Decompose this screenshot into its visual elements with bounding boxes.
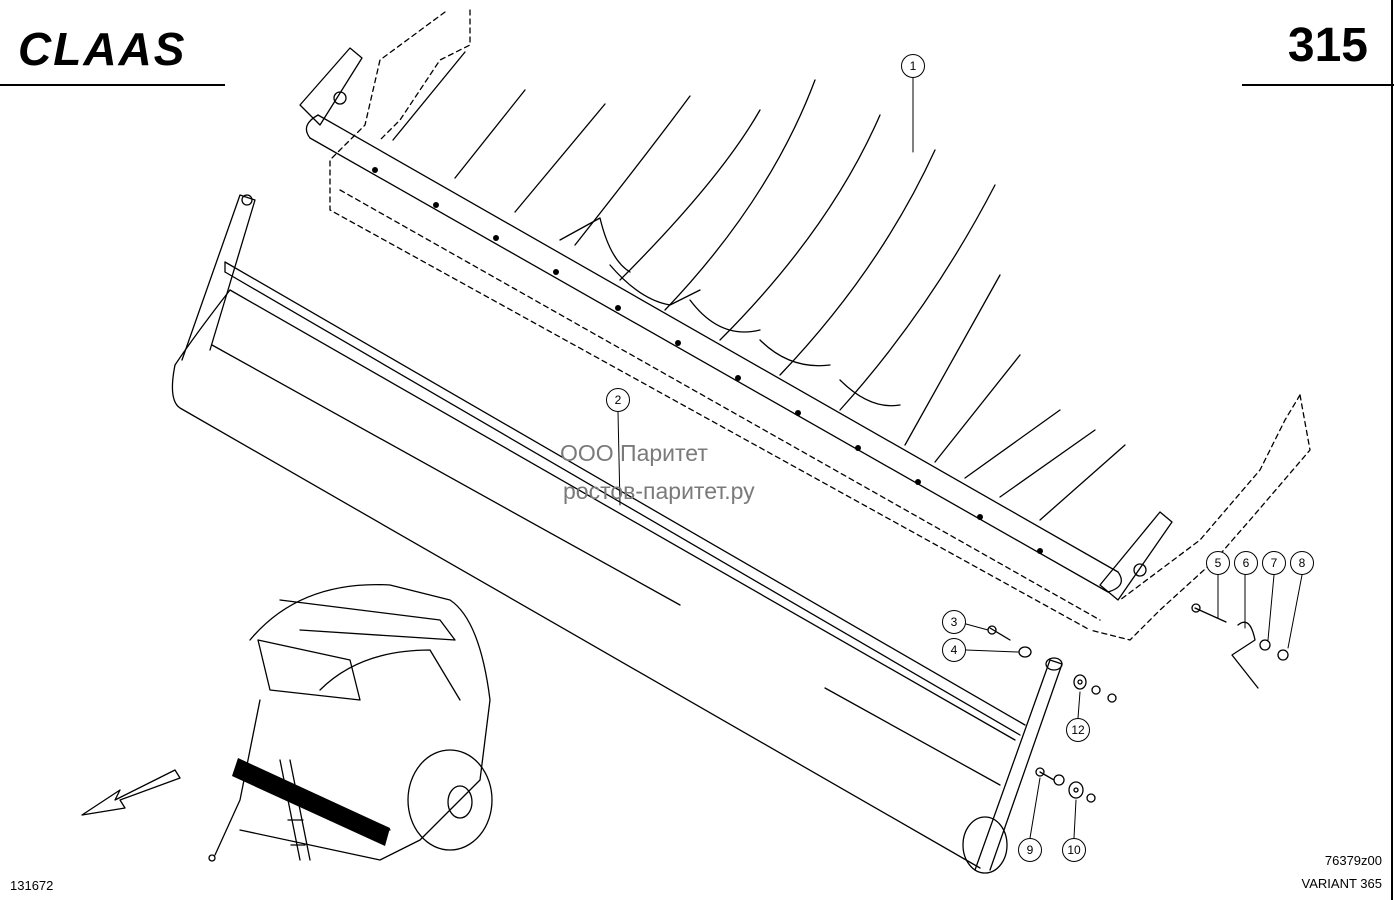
model-name: VARIANT 365 (1301, 876, 1382, 891)
tine (839, 184, 996, 411)
tine (934, 354, 1021, 463)
tine-mount-bolts (372, 167, 1043, 554)
baler-pickup-tines (232, 758, 390, 846)
tine (999, 429, 1096, 498)
tine-bar-assembly (299, 47, 1173, 601)
tine (619, 109, 761, 281)
page-number: 315 (1287, 19, 1368, 72)
hardware-items (987, 603, 1289, 803)
tine (514, 103, 606, 213)
callout-5: 5 (1206, 551, 1230, 575)
callout-3: 3 (942, 610, 966, 634)
callout-8: 8 (1290, 551, 1314, 575)
tine (719, 114, 881, 341)
callout-4: 4 (942, 638, 966, 662)
watermark-company: ООО Паритет (560, 440, 708, 466)
callout-1: 1 (901, 54, 925, 78)
right-arm (974, 659, 1063, 871)
end-roller (962, 816, 1008, 874)
right-side-plate (1099, 511, 1173, 601)
callout-leaders (617, 77, 1303, 839)
callout-2: 2 (606, 388, 630, 412)
tine (574, 95, 691, 246)
document-code: 131672 (10, 878, 54, 893)
watermark-url: ростов-паритет.ру (563, 478, 755, 504)
left-arm (181, 194, 256, 361)
header-rule-left (0, 84, 225, 86)
tine (964, 409, 1061, 479)
tine (392, 51, 466, 141)
tine (1039, 444, 1126, 521)
hidden-frame-dashed (329, 9, 1311, 641)
header-rule-right (1242, 84, 1394, 86)
tine (664, 79, 816, 311)
callout-10: 10 (1062, 838, 1086, 862)
page-frame-right (1391, 0, 1393, 900)
callout-12: 12 (1066, 718, 1090, 742)
brand-logo: CLAAS (18, 23, 187, 75)
tine (904, 274, 1001, 446)
tine (454, 89, 526, 179)
callout-7: 7 (1262, 551, 1286, 575)
callout-9: 9 (1018, 838, 1042, 862)
left-side-plate (299, 47, 363, 126)
tine (779, 149, 936, 376)
deflector-plate-assembly (171, 194, 1063, 874)
drawing-code: 76379z00 (1324, 853, 1382, 868)
travel-direction-arrow (81, 769, 181, 816)
callout-6: 6 (1234, 551, 1258, 575)
